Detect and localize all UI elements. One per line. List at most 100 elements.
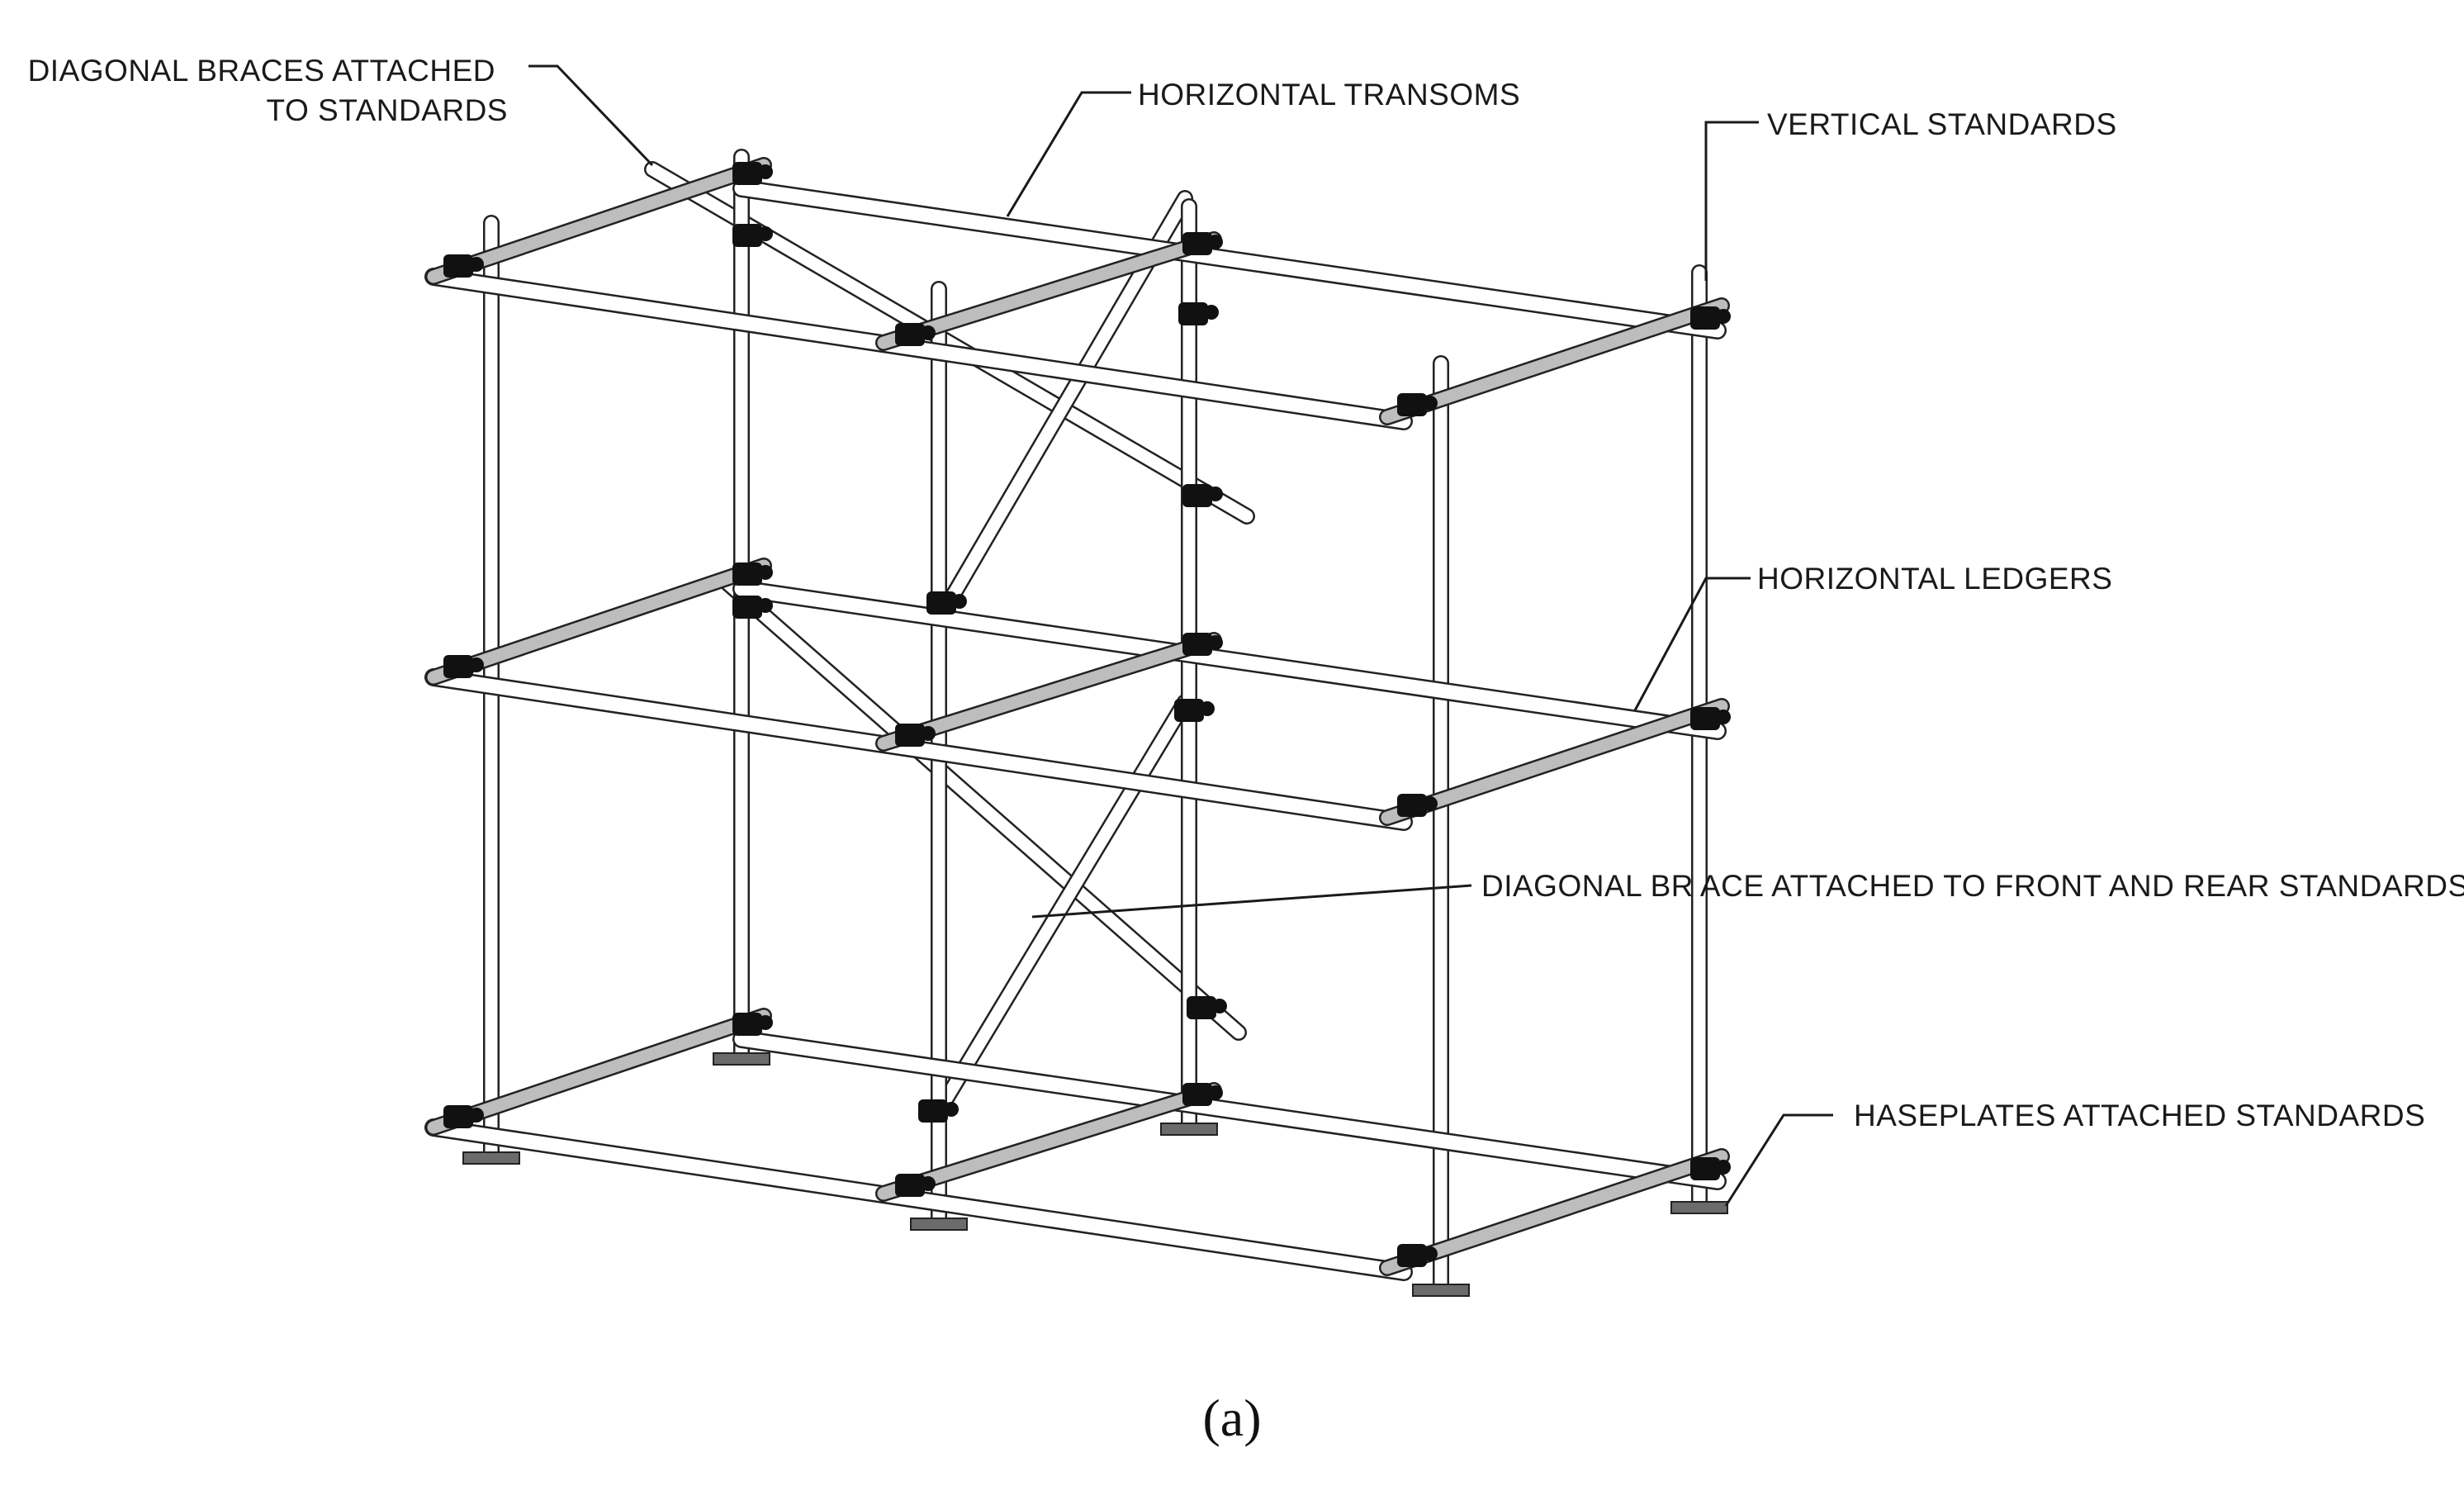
- coupler-brace-rear-lower-bolt: [1208, 487, 1223, 501]
- diagonal-brace-front-bottom-body: [935, 695, 1192, 1113]
- front-ledger-level-1-body: [426, 269, 1411, 429]
- leader-lines: [528, 64, 1833, 1207]
- baseplate-3: [910, 1218, 968, 1231]
- label-diagonal-braces-line1: DIAGONAL BRACES ATTACHED: [28, 54, 495, 88]
- coupler-rear-right-level-2-bolt: [1716, 710, 1731, 724]
- transom-middle-level-1-body: [877, 233, 1220, 349]
- baseplate-2: [713, 1052, 770, 1066]
- figure-caption: (a): [1202, 1388, 1261, 1447]
- rear-ledger-level-3-body: [734, 1032, 1725, 1189]
- coupler-front-middle-level-3: [895, 1174, 925, 1197]
- label-horizontal-transoms: HORIZONTAL TRANSOMS: [1138, 78, 1520, 112]
- coupler-rear-middle-level-3-bolt: [1208, 1085, 1223, 1100]
- transom-left-level-3-body: [427, 1009, 770, 1134]
- coupler-brace2-front-upper-bolt: [1200, 701, 1215, 716]
- coupler-front-middle-level-2: [895, 724, 925, 747]
- front-ledger-level-2-body: [426, 670, 1411, 829]
- leader-baseplates: [1724, 1113, 1833, 1207]
- coupler-brace2-front-upper: [1174, 699, 1204, 722]
- diagonal-brace-rear-bottom: [718, 574, 1247, 1041]
- coupler-front-right-level-1-bolt: [1423, 396, 1438, 411]
- front-ledger-level-3-body: [426, 1120, 1411, 1279]
- baseplate-6: [1670, 1201, 1728, 1214]
- leader-horizontal-transoms: [1006, 91, 1131, 217]
- front-ledger-level-2: [424, 668, 1413, 831]
- label-baseplates: HASEPLATES ATTACHED STANDARDS: [1854, 1099, 2425, 1132]
- transom-right-level-3: [1379, 1148, 1730, 1276]
- coupler-front-left-level-1: [443, 254, 473, 278]
- coupler-rear-left-level-3-bolt: [758, 1015, 773, 1030]
- coupler-rear-right-level-3: [1690, 1157, 1720, 1180]
- coupler-front-middle-level-1: [895, 323, 925, 346]
- coupler-front-left-level-2: [443, 655, 473, 678]
- coupler-rear-middle-level-3: [1182, 1083, 1212, 1106]
- transom-middle-level-2: [875, 632, 1222, 752]
- rear-ledger-level-1-body: [734, 181, 1725, 338]
- front-ledger-level-1: [424, 268, 1413, 430]
- coupler-front-middle-level-3-bolt: [921, 1176, 936, 1191]
- leader-vertical-standards: [1704, 121, 1759, 281]
- label-horizontal-ledgers: HORIZONTAL LEDGERS: [1757, 562, 2112, 596]
- coupler-brace-front-upper: [1178, 302, 1208, 325]
- transom-left-level-1: [425, 157, 772, 285]
- baseplate-4: [1160, 1123, 1218, 1136]
- rear-ledger-level-3: [732, 1030, 1727, 1190]
- coupler-rear-left-level-2: [732, 562, 762, 586]
- coupler-brace-rear-lower: [1182, 484, 1212, 507]
- label-diagonal-braces-line2: TO STANDARDS: [267, 93, 508, 127]
- rear-ledger-level-2-body: [734, 581, 1725, 738]
- coupler-front-right-level-3-bolt: [1423, 1246, 1438, 1261]
- coupler-front-right-level-2-bolt: [1423, 796, 1438, 811]
- coupler-rear-right-level-1-bolt: [1716, 309, 1731, 324]
- transom-left-level-2-body: [427, 559, 770, 684]
- coupler-front-left-level-1-bolt: [469, 257, 484, 272]
- coupler-rear-middle-level-1: [1182, 232, 1212, 255]
- transom-middle-level-3-body: [877, 1084, 1220, 1200]
- coupler-brace2-rear-lower: [1187, 996, 1216, 1019]
- coupler-brace-front-lower: [926, 591, 956, 615]
- coupler-brace-front-upper-bolt: [1204, 305, 1219, 320]
- coupler-brace-rear-upper-bolt: [758, 226, 773, 241]
- coupler-brace-rear-upper: [732, 224, 762, 247]
- coupler-rear-middle-level-2-bolt: [1208, 635, 1223, 650]
- coupler-front-middle-level-1-bolt: [921, 325, 936, 340]
- transom-middle-level-2-body: [877, 634, 1220, 750]
- transom-middle-level-3: [875, 1082, 1222, 1202]
- transom-left-level-2: [425, 558, 772, 686]
- coupler-front-left-level-3: [443, 1105, 473, 1128]
- baseplate-1: [462, 1151, 520, 1165]
- diagonal-brace-front-bottom: [933, 694, 1193, 1115]
- front-ledger-level-3: [424, 1118, 1413, 1281]
- transom-middle-level-1: [875, 231, 1222, 351]
- coupler-rear-right-level-2: [1690, 707, 1720, 730]
- coupler-rear-left-level-1-bolt: [758, 164, 773, 179]
- coupler-front-right-level-1: [1397, 393, 1427, 416]
- transom-left-level-1-body: [427, 159, 770, 283]
- coupler-brace2-front-lower-bolt: [944, 1102, 959, 1117]
- transom-right-level-1-body: [1381, 299, 1728, 424]
- coupler-brace2-front-lower: [918, 1099, 948, 1123]
- label-vertical-standards: VERTICAL STANDARDS: [1767, 107, 2117, 141]
- transom-right-level-2: [1379, 698, 1730, 826]
- scaffold-structure: [424, 149, 1731, 1297]
- coupler-rear-left-level-1: [732, 162, 762, 185]
- baseplate-5: [1412, 1284, 1470, 1297]
- coupler-rear-right-level-3-bolt: [1716, 1160, 1731, 1175]
- coupler-rear-middle-level-2: [1182, 633, 1212, 656]
- coupler-rear-left-level-2-bolt: [758, 565, 773, 580]
- transom-right-level-3-body: [1381, 1150, 1728, 1275]
- coupler-rear-right-level-1: [1690, 306, 1720, 330]
- coupler-rear-middle-level-1-bolt: [1208, 235, 1223, 249]
- coupler-front-left-level-3-bolt: [469, 1108, 484, 1123]
- coupler-brace2-rear-lower-bolt: [1212, 999, 1227, 1013]
- rear-ledger-level-2: [732, 580, 1727, 740]
- diagonal-brace-rear-bottom-body: [720, 576, 1245, 1039]
- coupler-brace-front-lower-bolt: [952, 594, 967, 609]
- transom-right-level-1: [1379, 297, 1730, 425]
- coupler-rear-left-level-3: [732, 1013, 762, 1036]
- coupler-front-right-level-2: [1397, 794, 1427, 817]
- leader-diagonal-brace-front-rear: [1031, 884, 1472, 919]
- coupler-front-middle-level-2-bolt: [921, 726, 936, 741]
- coupler-front-left-level-2-bolt: [469, 657, 484, 672]
- label-diagonal-brace-front-rear: DIAGONAL BR ACE ATTACHED TO FRONT AND RE…: [1481, 869, 2464, 903]
